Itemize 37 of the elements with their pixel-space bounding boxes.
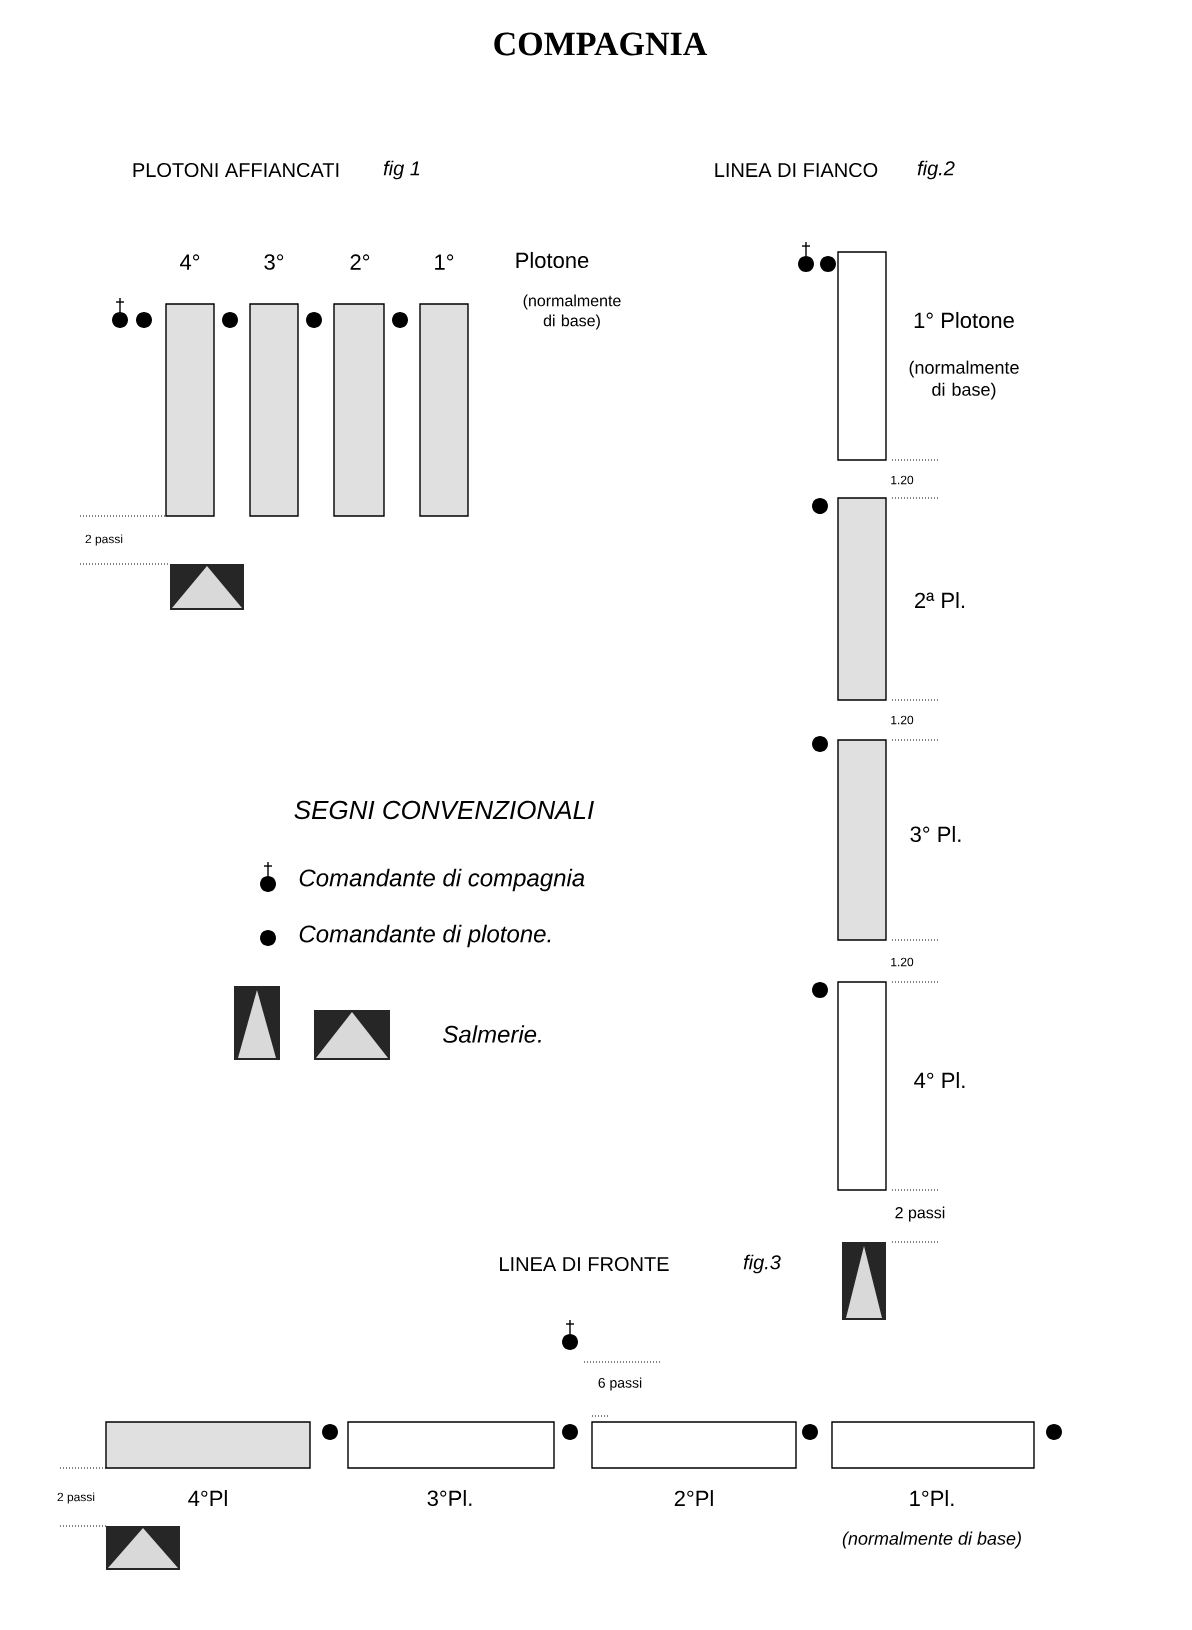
- figure-number: fig 1: [383, 160, 420, 180]
- platoon-label: 4° Pl.: [914, 1072, 965, 1088]
- platoon-label: 4°Pl: [188, 1490, 227, 1506]
- platoon-label: 2ª Pl.: [915, 592, 965, 608]
- platoon-rectangle: [419, 303, 469, 517]
- platoon-label: 4°: [180, 254, 200, 270]
- platoon-label: (normalmente di base): [909, 360, 1019, 400]
- platoon-rectangle: [837, 251, 887, 461]
- figure-heading: LINEA DI FRONTE: [500, 1256, 669, 1272]
- platoon-label: 1°Pl.: [910, 1490, 954, 1506]
- platoon-label: 2°: [350, 254, 370, 270]
- figure-heading: PLOTONI AFFIANCATI: [133, 162, 339, 178]
- platoon-label: 2°Pl: [674, 1490, 713, 1506]
- figure-number: fig.3: [743, 1254, 781, 1274]
- platoon-label: 3°Pl.: [427, 1489, 472, 1507]
- unit-note: (normalmente di base): [523, 294, 621, 330]
- platoon-rectangle: [165, 303, 215, 517]
- platoon-rectangle: [333, 303, 385, 517]
- platoon-rectangle: [837, 497, 887, 701]
- platoon-label: 3° Pl.: [910, 825, 961, 843]
- figure-number: fig.2: [917, 160, 955, 180]
- platoon-rectangle: [105, 1421, 311, 1469]
- legend-text: Comandante di plotone.: [299, 924, 551, 948]
- platoon-rectangle: [249, 303, 299, 517]
- platoon-rectangle: [837, 981, 887, 1191]
- legend-heading: SEGNI CONVENZIONALI: [294, 800, 594, 820]
- platoon-rectangle: [837, 739, 887, 941]
- platoon-label: 3°: [264, 254, 284, 270]
- legend-text: Comandante di compagnia: [299, 868, 585, 892]
- platoon-label: 1°: [435, 254, 454, 270]
- platoon-label: (normalmente di base): [842, 1531, 1021, 1549]
- platoon-rectangle: [347, 1421, 555, 1469]
- platoon-rectangle: [591, 1421, 797, 1469]
- legend-text: Salmerie.: [443, 1025, 541, 1043]
- platoon-label: 1° Plotone: [914, 311, 1014, 329]
- platoon-rectangle: [831, 1421, 1035, 1469]
- title: COMPAGNIA: [494, 32, 708, 56]
